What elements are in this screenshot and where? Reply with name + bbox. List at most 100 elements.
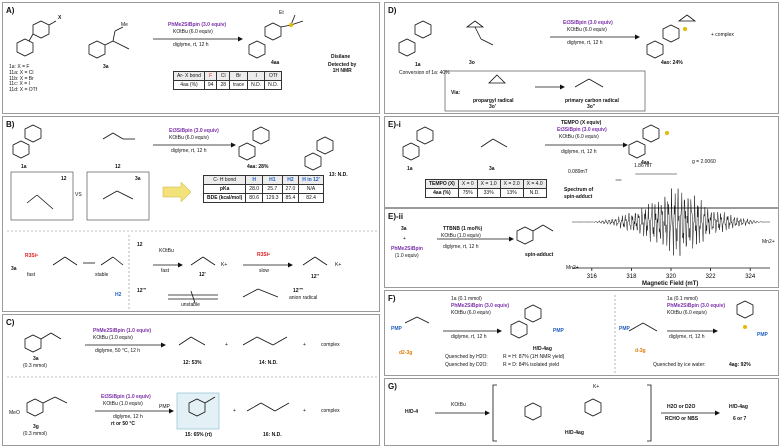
cell: N/A: [298, 184, 324, 194]
table-b: C- H bond H H1 H2 H in 12' pKa 28.0 25.7…: [202, 175, 324, 203]
eii-cond: diglyme, rt, 12 h: [443, 244, 479, 250]
reagent-silane: PhMe2SiBpin (3.0 equiv): [168, 22, 227, 28]
b-slow: slow: [259, 268, 270, 274]
epr-trace: [572, 188, 770, 256]
panel-b: B): [2, 116, 380, 312]
d-via: Via:: [451, 90, 461, 96]
cell: X = 1.0: [476, 179, 501, 189]
d-allene: 3o: [469, 60, 475, 66]
c2-plus: +: [233, 408, 236, 414]
eii-adduct: spin-adduct: [525, 252, 554, 258]
f-r-r3: KOtBu (6.0 equiv): [667, 310, 707, 316]
panel-label-f: F): [388, 294, 396, 303]
table-a-header: Ar- X bond F Cl Br I OTf: [173, 71, 283, 81]
c1-silane: PhMe2SiBpin (1.0 equiv): [93, 328, 152, 334]
b-cond: diglyme, rt, 12 h: [171, 148, 207, 154]
f-l-q1: Quenched by H2O:: [445, 354, 488, 360]
d-sub: 1a: [415, 62, 421, 68]
panel-e-ii: E)-ii 3a + PhMe2SiBpin (1.0 equiv) TTBNB…: [384, 208, 779, 288]
g-base: KOtBu: [451, 402, 466, 408]
cell: 94: [203, 80, 218, 90]
c2-sub: 3g: [33, 424, 39, 430]
cell: 4aa (%): [173, 80, 205, 90]
b-alkyne: 12: [115, 164, 121, 170]
cell: 85.4: [281, 193, 300, 203]
f-l-r3: KOtBu (6.0 equiv): [451, 310, 491, 316]
c2-silane: Et3SiBpin (1.0 equiv): [101, 394, 151, 400]
g-int: H/D-4ag: [565, 430, 584, 436]
table-e-i-row: 4aa (%) 75% 33% 13% N.D.: [425, 188, 547, 198]
f-l-q2r: R = D: 84% isolated yield: [503, 362, 560, 368]
c2-meo: MeO: [9, 410, 20, 416]
table-a: Ar- X bond F Cl Br I OTf 4aa (%) 94 28 t…: [173, 71, 283, 90]
x-tick-label: 318: [626, 274, 637, 280]
ei-allene: 3a: [489, 166, 495, 172]
g-k: K+: [593, 384, 600, 390]
b-h2: H2: [115, 292, 122, 298]
g-q2: RCHO or NBS: [665, 416, 699, 422]
ei-base: KOtBu (6.0 equiv): [559, 134, 599, 140]
cell: Cl: [216, 71, 231, 81]
f-r-q: Quenched by ice water:: [653, 362, 706, 368]
eii-silane-amt: (1.0 equiv): [395, 253, 419, 259]
panel-g: G) H/D-4 KOtBu K+ H/D-4ag H2O or D2O RCH…: [384, 378, 779, 446]
eii-silane: PhMe2SiBpin: [391, 246, 423, 252]
c1-plus: +: [225, 342, 228, 348]
c2-base: KOtBu (1.0 equiv): [103, 401, 143, 407]
f-l-pmp: PMP: [391, 326, 402, 332]
ei-sub: 1a: [407, 166, 413, 172]
c2-amount: (0.3 mmol): [23, 431, 47, 437]
panel-label-a: A): [6, 6, 15, 15]
cell: H: [245, 175, 264, 185]
label-et: Et: [279, 10, 284, 16]
panel-e-i: E)-i 1a 3a TEMPO (X equiv) Et3SiBpin (3.…: [384, 116, 779, 208]
b-m12: 12: [137, 242, 143, 248]
panel-d-structures: [398, 14, 697, 112]
panel-a-structures: [16, 14, 304, 59]
cell: 13%: [499, 188, 524, 198]
table-b-header: C- H bond H H1 H2 H in 12': [202, 175, 324, 185]
b-fast2: fast: [161, 268, 170, 274]
b-r3si2: R3Si•: [257, 252, 270, 258]
cell: N.D.: [247, 80, 266, 90]
d-rad1: propargyl radical: [473, 98, 514, 104]
cell: N.D.: [264, 80, 283, 90]
x-tick-label: 322: [706, 274, 717, 280]
label-me: Me: [121, 22, 128, 28]
cell: 129.3: [262, 193, 283, 203]
cell: Ar- X bond: [173, 71, 205, 81]
f-l-sm: d2-3g: [399, 350, 413, 356]
d-rad1n: 3o': [489, 104, 497, 110]
d-silane: Et3SiBpin (3.0 equiv): [563, 20, 613, 26]
epr-s2: 0.089mT: [568, 169, 588, 175]
panel-a: A) X 1a: X = F 11a: X = Cl 11b: X = Br 1…: [2, 2, 380, 114]
cell: OTf: [264, 71, 283, 81]
c1-plus2: +: [303, 342, 306, 348]
epr-g: g = 2.0060: [692, 159, 716, 165]
b-k2: K+: [335, 262, 342, 268]
ei-cond: diglyme, rt, 12 h: [561, 149, 597, 155]
f-l-q1r: R = H: 87% (1H NMR yield): [503, 354, 565, 360]
epr-xlabel: Magnetic Field (mT): [642, 281, 699, 287]
f-l-r4: diglyme, rt, 12 h: [451, 334, 487, 340]
b-m12p: 12': [199, 272, 206, 278]
b-box2: 3a: [135, 176, 141, 182]
cell: 75%: [457, 188, 478, 198]
label-x: X: [58, 15, 62, 21]
panel-label-d: D): [388, 6, 397, 15]
f-l-r2: PhMe2SiBpin (3.0 equiv): [451, 303, 510, 309]
panel-label-e-ii: E)-ii: [388, 212, 404, 221]
c2-p1: 15: 65% (rt): [185, 432, 212, 438]
g-q1: H2O or D2O: [667, 404, 696, 410]
x-tick-label: 320: [666, 274, 677, 280]
reagent-base: KOtBu (6.0 equiv): [173, 29, 213, 35]
f-r-qr: 4ag: 92%: [729, 362, 751, 368]
eii-base: KOtBu (1.0 equiv): [441, 233, 481, 239]
cell: X = 0: [457, 179, 478, 189]
cell: 27.0: [281, 184, 300, 194]
f-r-r1: 1a (0.1 mmol): [667, 296, 698, 302]
panel-e-ii-structures: [437, 224, 554, 245]
c1-cond: diglyme, 50 °C, 12 h: [95, 348, 141, 354]
